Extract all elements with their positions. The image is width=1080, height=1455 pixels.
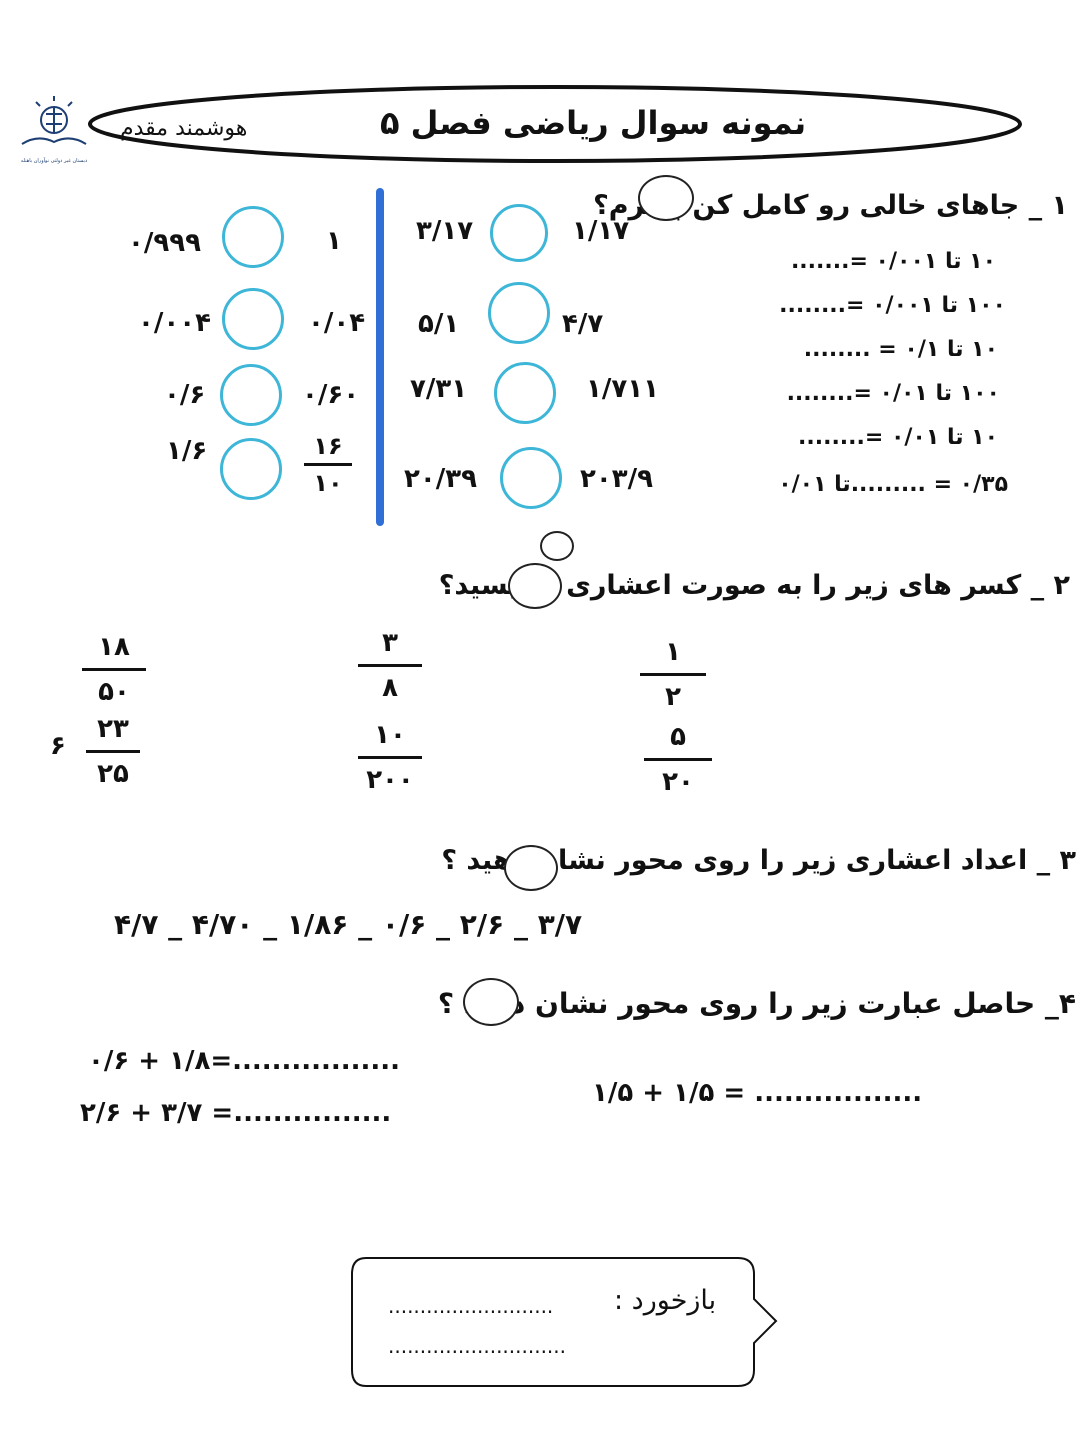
fraction-denominator: ۲۰۰	[366, 765, 414, 795]
header-ellipse	[88, 85, 1022, 163]
compare-r4-circle[interactable]	[500, 447, 562, 509]
dizzy-face-icon	[508, 563, 562, 609]
q4-expression-3: ۲/۶ + ۳/۷ =................	[80, 1098, 392, 1128]
fraction-bar	[358, 756, 422, 759]
q2-fraction-6-whole: ۶	[50, 731, 66, 761]
compare-l2-left: ۰/۰۰۴	[138, 308, 211, 338]
question-bubble-icon	[540, 531, 574, 561]
q2-fraction-4: ۵ ۲۰	[644, 722, 712, 797]
fraction-numerator: ۱۰	[374, 720, 406, 750]
compare-r3-left: ۷/۳۱	[410, 374, 468, 404]
compare-l1-circle[interactable]	[222, 206, 284, 268]
fraction-denominator: ۱۰	[313, 469, 343, 497]
cool-face-icon	[463, 978, 519, 1026]
q1-fill-line-1: ۱۰ تا ۰/۰۰۱ =.......	[790, 249, 996, 274]
school-logo: دبستان غیر دولتی نوآوران باهنله	[16, 94, 92, 170]
compare-l3-circle[interactable]	[220, 364, 282, 426]
compare-l2-right: ۰/۰۴	[308, 308, 366, 338]
thinking-face-icon	[638, 175, 694, 221]
fraction-bar	[86, 750, 140, 753]
q2-fraction-3: ۱۸ ۵۰	[82, 632, 146, 707]
compare-l4-fraction: ۱۶ ۱۰	[304, 432, 352, 497]
fraction-bar	[644, 758, 712, 761]
q4-title: ۴_ حاصل عبارت زیر را روی محور نشان دهید …	[437, 987, 1076, 1020]
compare-l1-left: ۰/۹۹۹	[128, 228, 201, 258]
q1-fill-line-4: ۱۰۰ تا ۰/۰۱ =........	[786, 381, 1000, 406]
q1-fill-line-3: ۱۰ تا ۰/۱ = ........	[803, 337, 998, 362]
logo-caption: دبستان غیر دولتی نوآوران باهنله	[20, 158, 88, 164]
brain-book-icon	[21, 96, 87, 145]
q2-fraction-5: ۱۰ ۲۰۰	[358, 720, 422, 795]
compare-r3-right: ۱/۷۱۱	[586, 374, 659, 404]
fraction-numerator: ۱	[665, 637, 681, 667]
author-name: هوشمند مقدم	[120, 116, 248, 141]
compare-r1-right: ۱/۱۷	[572, 216, 630, 246]
compare-l2-circle[interactable]	[222, 288, 284, 350]
compare-r4-left: ۲۰/۳۹	[404, 464, 477, 494]
fraction-numerator: ۱۸	[98, 632, 130, 662]
q1-fill-line-5: ۱۰ تا ۰/۰۱ =........	[798, 425, 998, 450]
q1-fill-line-2: ۱۰۰ تا ۰/۰۰۱ =........	[779, 293, 1006, 318]
compare-l1-right: ۱	[326, 226, 342, 256]
compare-r1-left: ۳/۱۷	[416, 216, 474, 246]
fraction-denominator: ۸	[382, 673, 398, 703]
fraction-numerator: ۱۶	[313, 432, 343, 460]
compare-r2-circle[interactable]	[488, 282, 550, 344]
q2-fraction-1: ۱ ۲	[640, 637, 706, 712]
fraction-bar	[304, 463, 352, 466]
q2-fraction-2: ۳ ۸	[358, 628, 422, 703]
fraction-numerator: ۵	[670, 722, 686, 752]
feedback-line-1[interactable]: ..........................	[388, 1294, 554, 1318]
q4-expression-2: ۰/۶ + ۱/۸=.................	[88, 1046, 401, 1076]
compare-r1-circle[interactable]	[490, 204, 548, 262]
compare-r3-circle[interactable]	[494, 362, 556, 424]
feedback-label: بازخورد :	[614, 1285, 717, 1316]
feedback-line-2[interactable]: ............................	[388, 1334, 567, 1358]
fraction-bar	[82, 668, 146, 671]
feedback-box	[351, 1257, 778, 1387]
fraction-denominator: ۲	[665, 682, 681, 712]
fraction-bar	[640, 673, 706, 676]
compare-l3-left: ۰/۶	[164, 380, 206, 410]
fraction-numerator: ۳	[382, 628, 398, 658]
compare-r2-left: ۵/۱	[418, 309, 460, 339]
compare-l3-right: ۰/۶۰	[302, 380, 360, 410]
q3-numbers: ۴/۷ _ ۴/۷۰ _ ۱/۸۶ _ ۰/۶ _ ۲/۶ _ ۳/۷	[114, 908, 583, 941]
fraction-denominator: ۲۵	[97, 759, 129, 789]
compare-l4-circle[interactable]	[220, 438, 282, 500]
compare-r2-right: ۴/۷	[562, 309, 604, 339]
fraction-denominator: ۵۰	[98, 677, 130, 707]
fraction-bar	[358, 664, 422, 667]
compare-r4-right: ۲۰۳/۹	[580, 464, 653, 494]
q1-fill-line-6: ۰/۳۵ = .........تا ۰/۰۱	[778, 472, 1008, 497]
column-divider	[376, 188, 384, 526]
fraction-numerator: ۲۳	[97, 714, 129, 744]
fraction-denominator: ۲۰	[662, 767, 694, 797]
q2-fraction-6: ۲۳ ۲۵	[86, 714, 140, 789]
q4-expression-1: ۱/۵ + ۱/۵ = .................	[592, 1078, 923, 1108]
smiling-face-icon	[504, 845, 558, 891]
page-title: نمونه سوال ریاضی فصل ۵	[380, 104, 807, 142]
compare-l4-left: ۱/۶	[166, 436, 208, 466]
